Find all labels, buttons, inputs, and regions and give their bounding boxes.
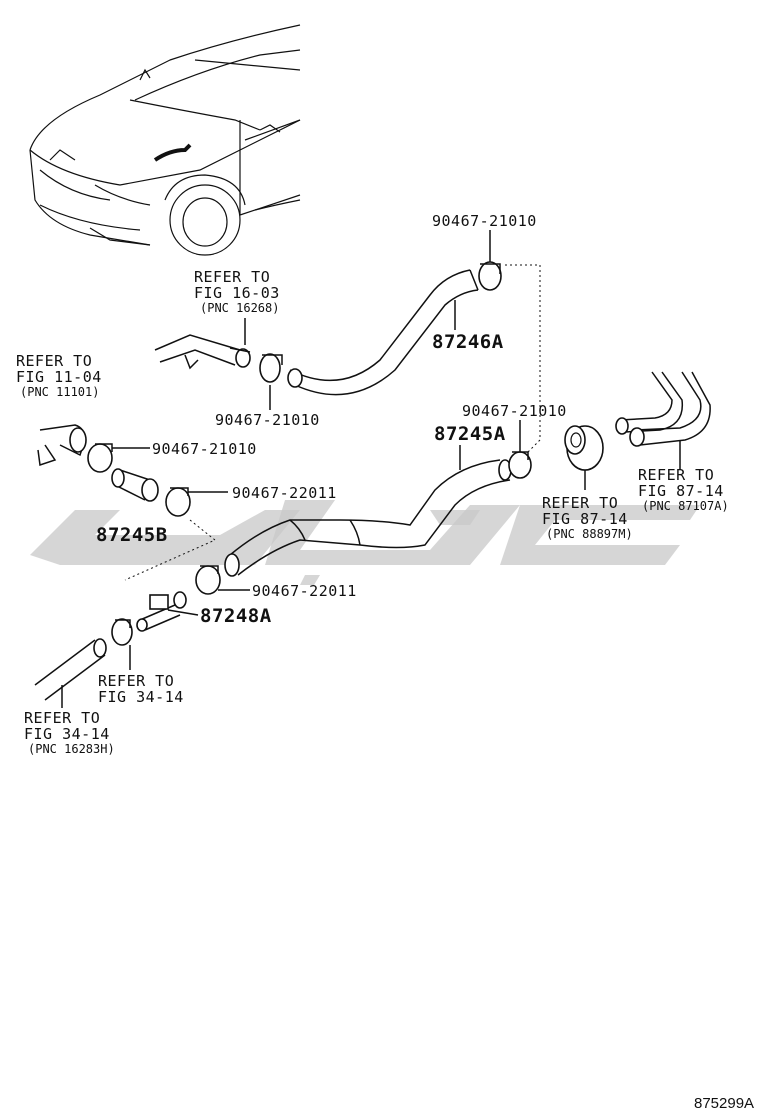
- label-refer-34-a-2: FIG 34-14: [98, 688, 184, 706]
- label-refer-87-right-2: FIG 87-14: [638, 482, 724, 500]
- label-clamp-left-small: 90467-22011: [232, 484, 337, 502]
- label-clamp-left: 90467-21010: [152, 440, 257, 458]
- label-refer-87-right-1: REFER TO: [638, 466, 714, 484]
- label-refer-87-mid-2: FIG 87-14: [542, 510, 628, 528]
- label-refer-34-b-3: (PNC 16283H): [28, 742, 115, 756]
- label-refer-16-2: FIG 16-03: [194, 284, 280, 302]
- label-joint-87248A: 87248A: [200, 605, 272, 627]
- pipe-refer-16-03: [154, 334, 251, 370]
- clamp-bottom: [195, 565, 250, 595]
- label-clamp-bottom: 90467-22011: [252, 582, 357, 600]
- clamp-left-small: [124, 487, 228, 581]
- hose-refer-11-04: [37, 424, 87, 466]
- car-illustration-icon: [29, 24, 301, 256]
- label-refer-11-2: FIG 11-04: [16, 368, 102, 386]
- label-refer-87-mid-3: (PNC 88897M): [546, 527, 633, 541]
- grommet-icon: [564, 425, 604, 490]
- label-refer-11-1: REFER TO: [16, 352, 92, 370]
- label-clamp-mid: 90467-21010: [215, 411, 320, 429]
- clamp-right-top: [508, 451, 532, 479]
- label-refer-34-a-1: REFER TO: [98, 672, 174, 690]
- clamp-left: [87, 443, 150, 473]
- label-refer-87-right-3: (PNC 87107A): [642, 499, 729, 513]
- label-refer-34-b-1: REFER TO: [24, 709, 100, 727]
- label-hose-87245A: 87245A: [434, 423, 506, 445]
- hose-refer-34-14: [34, 618, 133, 708]
- joint-87248A: [136, 591, 199, 632]
- label-refer-11-3: (PNC 11101): [20, 385, 99, 399]
- label-clamp-top: 90467-21010: [432, 212, 537, 230]
- pipes-refer-87-14: [615, 371, 711, 470]
- watermark-logo: [30, 500, 700, 585]
- label-refer-16-3: (PNC 16268): [200, 301, 279, 315]
- hose-87245B: [111, 468, 159, 502]
- diagram-id: 875299A: [694, 1095, 754, 1112]
- label-refer-87-mid-1: REFER TO: [542, 494, 618, 512]
- label-hose-87246A: 87246A: [432, 331, 504, 353]
- label-refer-16-1: REFER TO: [194, 268, 270, 286]
- label-hose-87245B: 87245B: [96, 524, 168, 546]
- hose-87245A: [224, 459, 512, 577]
- hose-87246A: [287, 269, 479, 396]
- label-clamp-right-top: 90467-21010: [462, 402, 567, 420]
- label-refer-34-b-2: FIG 34-14: [24, 725, 110, 743]
- clamp-mid: [259, 353, 283, 383]
